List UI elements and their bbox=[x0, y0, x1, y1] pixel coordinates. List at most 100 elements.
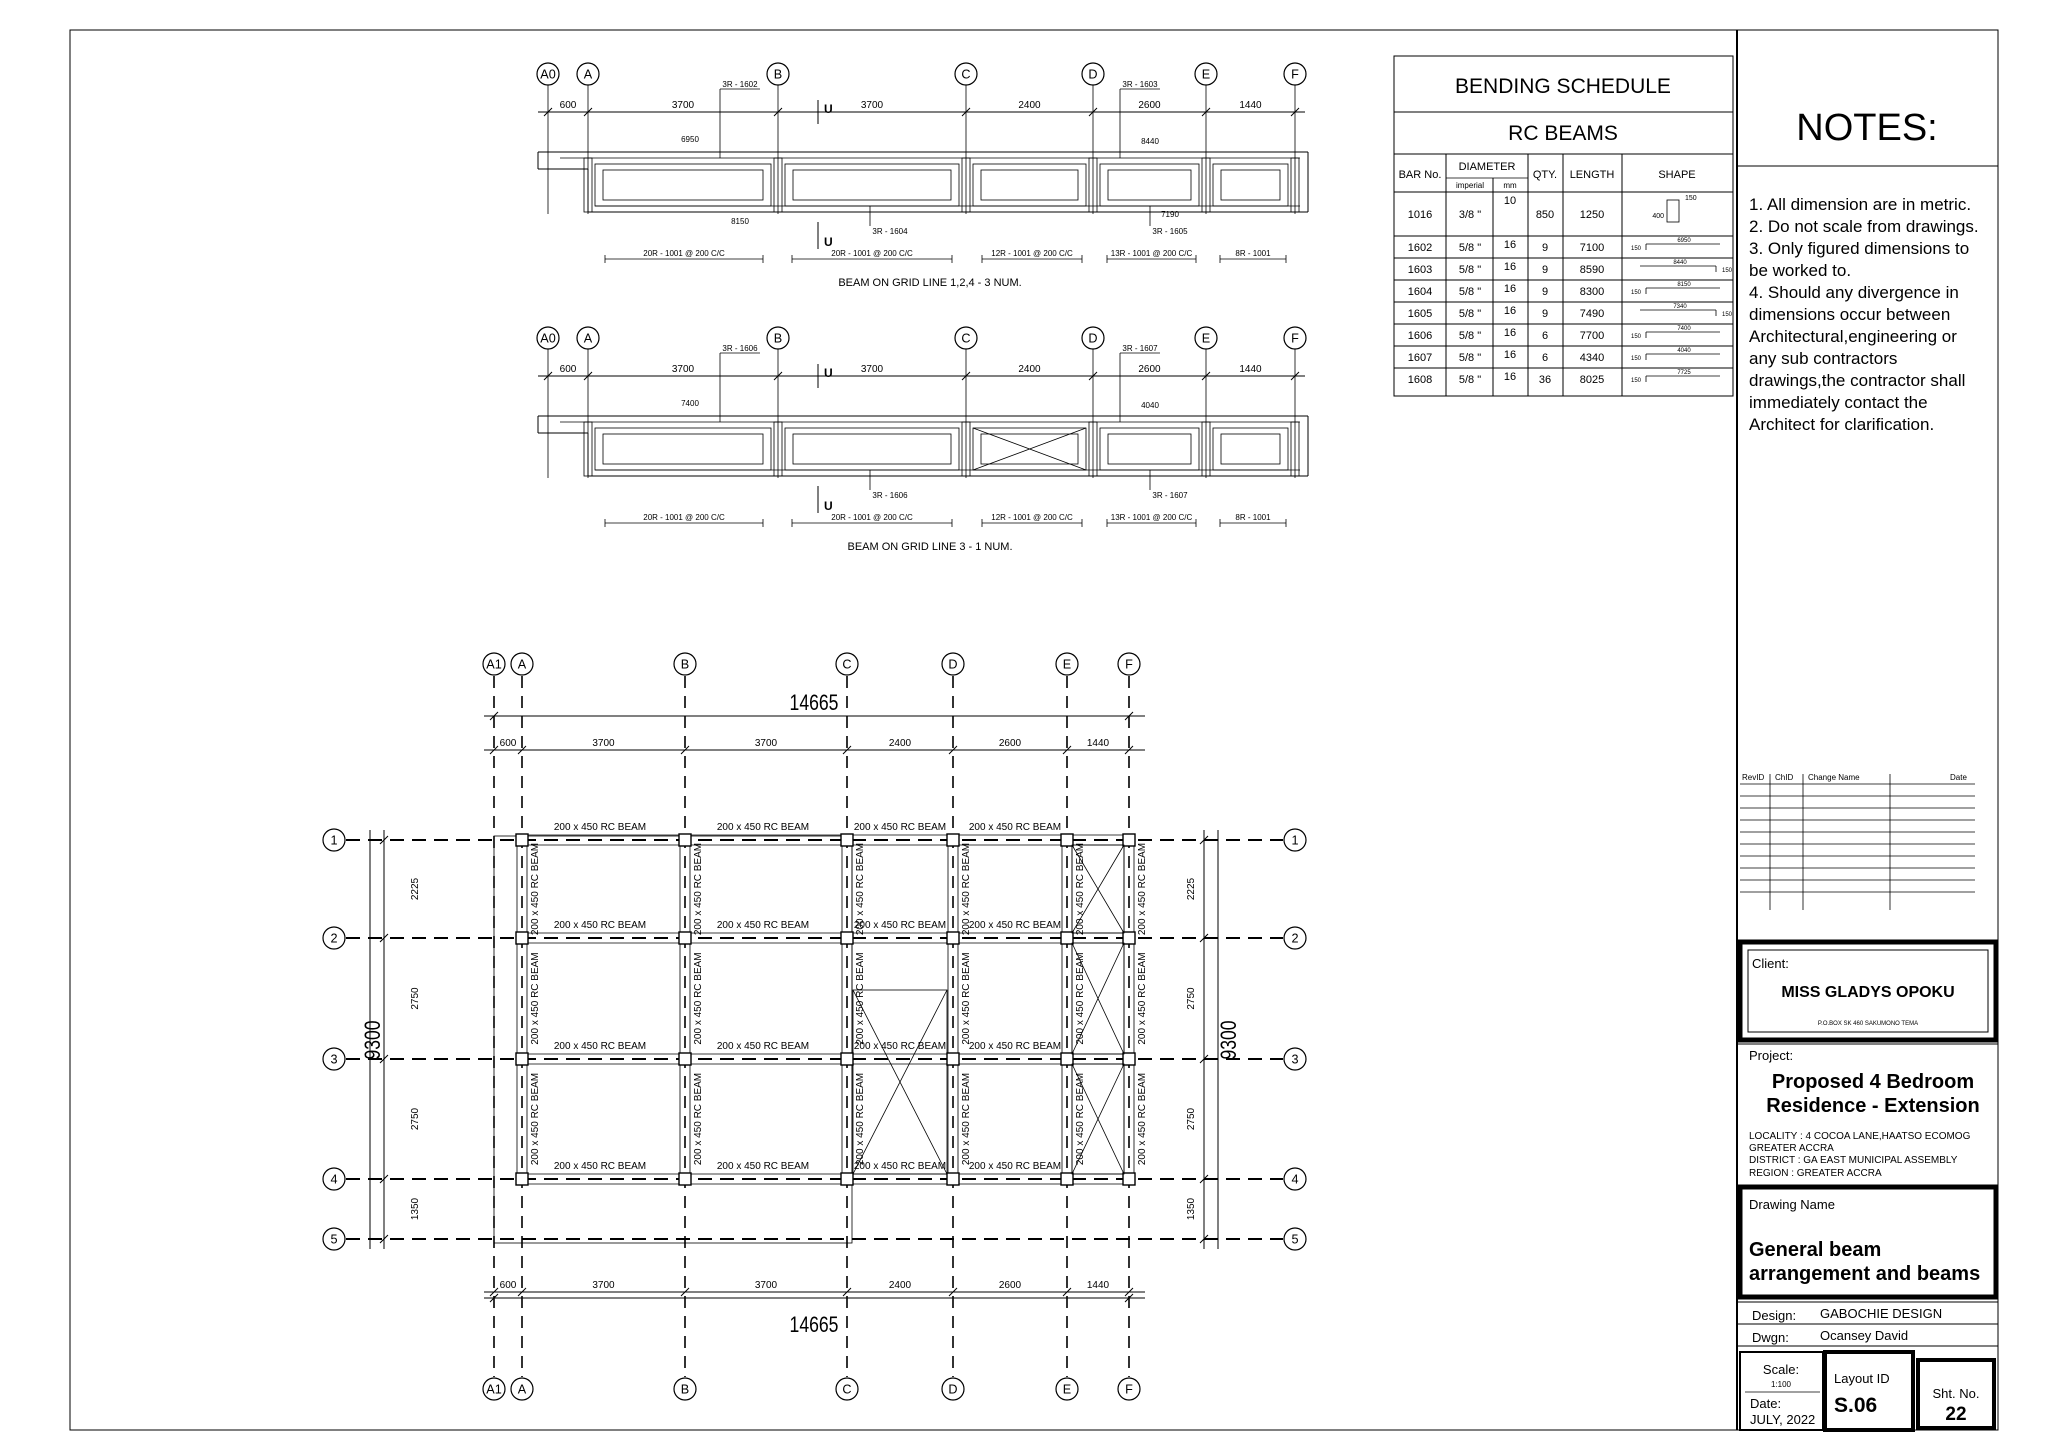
schedule-length: 7490 bbox=[1580, 308, 1604, 320]
top-bar-callout: 3R - 1607 bbox=[1122, 344, 1158, 353]
dimension-text: 600 bbox=[560, 100, 577, 111]
grid-bubble-C-label: C bbox=[961, 332, 970, 346]
schedule-mm: 16 bbox=[1504, 371, 1516, 383]
beam-label: 200 x 450 RC BEAM bbox=[717, 822, 809, 833]
beam-label-vertical: 200 x 450 RC BEAM bbox=[1137, 1073, 1148, 1165]
beam-span bbox=[1212, 163, 1289, 207]
plan-col-bubble-C-label: C bbox=[842, 658, 851, 672]
dim-tick bbox=[1199, 1054, 1209, 1064]
overall-width-top: 14665 bbox=[790, 691, 839, 715]
plan-row-bubble-right-5-label: 5 bbox=[1291, 1233, 1298, 1247]
schedule-bar-no: 1605 bbox=[1408, 308, 1432, 320]
dim-tick bbox=[489, 711, 499, 721]
grid-bubble-F-label: F bbox=[1291, 332, 1299, 346]
project-title-1: Proposed 4 Bedroom bbox=[1772, 1071, 1974, 1093]
top-bar-length: 8440 bbox=[1141, 137, 1159, 146]
schedule-header-length: LENGTH bbox=[1570, 169, 1615, 181]
section-mark: U bbox=[824, 499, 833, 513]
drawing-name-2: arrangement and beams bbox=[1749, 1263, 1980, 1285]
shape-dim-a: 150 bbox=[1631, 290, 1642, 296]
schedule-mm: 16 bbox=[1504, 305, 1516, 317]
top-bar-length: 6950 bbox=[681, 135, 699, 144]
link-callout: 12R - 1001 @ 200 C/C bbox=[991, 513, 1073, 522]
dim-tick bbox=[1088, 371, 1098, 381]
beam-span bbox=[594, 163, 772, 207]
dim-tick bbox=[1199, 1234, 1209, 1244]
project-locality: LOCALITY : 4 COCOA LANE,HAATSO ECOMOG bbox=[1749, 1131, 1971, 1142]
grid-bubble-F-label: F bbox=[1291, 68, 1299, 82]
dwgn-value: Ocansey David bbox=[1820, 1328, 1908, 1343]
overall-depth-left: 9300 bbox=[361, 1020, 385, 1059]
beam-label: 200 x 450 RC BEAM bbox=[554, 1041, 646, 1052]
beam-span bbox=[972, 427, 1087, 471]
top-bar-callout: 3R - 1603 bbox=[1122, 80, 1158, 89]
beam-label-vertical: 200 x 450 RC BEAM bbox=[693, 952, 704, 1044]
drawing-name-1: General beam bbox=[1749, 1239, 1881, 1261]
dim-tick bbox=[1124, 711, 1134, 721]
project-title-2: Residence - Extension bbox=[1766, 1095, 1979, 1117]
column-dim-text: 1440 bbox=[1087, 1280, 1110, 1291]
rev-header-date: Date bbox=[1950, 773, 1967, 782]
link-callout: 8R - 1001 bbox=[1235, 249, 1271, 258]
note-line: immediately contact the bbox=[1749, 393, 1928, 412]
link-callout: 20R - 1001 @ 200 C/C bbox=[643, 249, 725, 258]
beam-span bbox=[784, 427, 960, 471]
column-dim-text: 3700 bbox=[592, 1280, 615, 1291]
project-block: Project: Proposed 4 Bedroom Residence - … bbox=[1737, 1043, 1998, 1179]
link-callout: 12R - 1001 @ 200 C/C bbox=[991, 249, 1073, 258]
shape-dim-b: 6950 bbox=[1677, 238, 1691, 244]
column-dim-text: 3700 bbox=[592, 738, 615, 749]
schedule-length: 7700 bbox=[1580, 330, 1604, 342]
section-mark: U bbox=[824, 366, 833, 380]
support-column bbox=[1201, 421, 1211, 477]
dim-tick bbox=[1124, 745, 1134, 755]
plan-row-bubble-3-label: 3 bbox=[330, 1053, 337, 1067]
link-callout: 8R - 1001 bbox=[1235, 513, 1271, 522]
shape-dim-b: 150 bbox=[1722, 312, 1733, 318]
revision-rows bbox=[1740, 774, 1975, 910]
plan-row-bubble-5-circle bbox=[322, 1227, 346, 1251]
plan-row-bubble-right-2-label: 2 bbox=[1291, 932, 1298, 946]
shape-dim-b: 8150 bbox=[1677, 282, 1691, 288]
plan-col-bubble-A-circle bbox=[510, 652, 534, 676]
shape-dim-a: 150 bbox=[1685, 195, 1697, 202]
row-dim-text: 2750 bbox=[1186, 1107, 1197, 1130]
plan-column bbox=[1060, 931, 1074, 945]
beam-label-vertical: 200 x 450 RC BEAM bbox=[961, 843, 972, 935]
shape-dim-b: 150 bbox=[1722, 268, 1733, 274]
dim-tick bbox=[961, 371, 971, 381]
plan-col-bubble-bottom-A-label: A bbox=[518, 1383, 527, 1397]
plan-column bbox=[515, 833, 529, 847]
beam-span-inner bbox=[980, 433, 1079, 465]
plan-column bbox=[1122, 1052, 1136, 1066]
shape-dim-b: 7725 bbox=[1677, 370, 1691, 376]
plan-column bbox=[1122, 931, 1136, 945]
schedule-qty: 9 bbox=[1542, 264, 1548, 276]
column-dim-text: 2400 bbox=[889, 1280, 912, 1291]
schedule-header-mm: mm bbox=[1503, 181, 1517, 190]
plan-column bbox=[678, 1172, 692, 1186]
schedule-length: 8590 bbox=[1580, 264, 1604, 276]
plan-row-bubble-right-1-circle bbox=[1283, 828, 1307, 852]
dim-tick bbox=[379, 1054, 389, 1064]
sheet-border bbox=[69, 29, 1999, 1431]
schedule-header-qty: QTY. bbox=[1533, 169, 1557, 181]
grid-bubble-B-label: B bbox=[774, 332, 782, 346]
schedule-shape: 150 8150 bbox=[1631, 282, 1720, 296]
project-district: DISTRICT : GA EAST MUNICIPAL ASSEMBLY bbox=[1749, 1155, 1958, 1166]
plan-column bbox=[840, 833, 854, 847]
column-dim-text: 2600 bbox=[999, 738, 1022, 749]
plan-column bbox=[840, 1172, 854, 1186]
schedule-bar-no: 1016 bbox=[1408, 209, 1432, 221]
beam-span bbox=[784, 163, 960, 207]
beam-label: 200 x 450 RC BEAM bbox=[554, 1161, 646, 1172]
elevation-caption: BEAM ON GRID LINE 1,2,4 - 3 NUM. bbox=[838, 277, 1021, 289]
schedule-imperial: 5/8 " bbox=[1459, 308, 1481, 320]
schedule-mm: 16 bbox=[1504, 239, 1516, 251]
plan-row-bubble-right-4-circle bbox=[1283, 1167, 1307, 1191]
overall-depth-right: 9300 bbox=[1217, 1020, 1241, 1059]
opening-diagonal bbox=[1071, 1063, 1125, 1175]
shape-dim-b: 400 bbox=[1652, 213, 1664, 220]
